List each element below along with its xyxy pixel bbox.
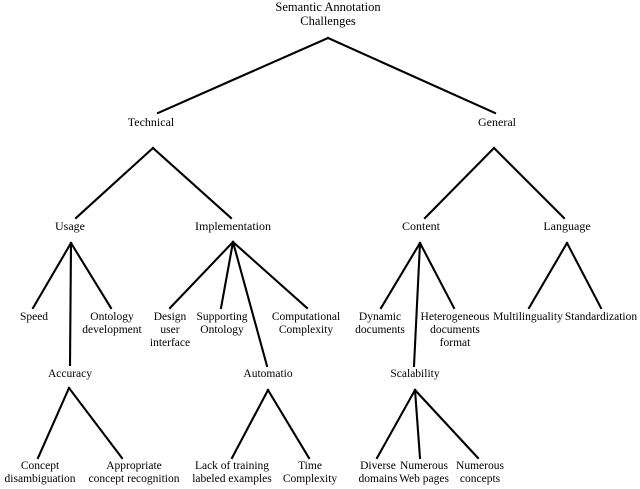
edge-content-heterogeneous-documents-format [418, 241, 456, 310]
edge-scalability-diverse-domains [375, 388, 417, 460]
node-standardization: Standardization [564, 311, 638, 323]
node-language: Language [543, 219, 591, 233]
node-accuracy: Accuracy [47, 368, 93, 380]
edge-usage-speed [31, 241, 73, 310]
node-speed: Speed [19, 311, 49, 323]
node-lack-of-training-labeled-examples: Lack of training labeled examples [192, 460, 272, 485]
edge-accuracy-concept-disambiguation [36, 386, 71, 460]
edge-content-scalability [412, 241, 422, 368]
node-time-complexity: Time Complexity [282, 460, 338, 485]
edge-general-language [492, 146, 566, 220]
node-diverse-domains: Diverse domains [358, 460, 398, 485]
edge-root-technical [156, 36, 330, 115]
edge-root-general [326, 36, 497, 115]
node-usage: Usage [55, 219, 85, 233]
node-design-user-interface: Design user interface [149, 311, 191, 349]
node-general: General [478, 115, 516, 129]
edge-implementation-supporting-ontology [219, 240, 235, 310]
node-numerous-concepts: Numerous concepts [456, 460, 504, 485]
node-numerous-web-pages: Numerous Web pages [399, 460, 449, 485]
node-computational-complexity: Computational Complexity [271, 311, 341, 336]
node-dynamic-documents: Dynamic documents [355, 311, 405, 336]
edge-scalability-numerous-concepts [413, 388, 480, 460]
edge-automatio-lack-of-training-labeled-examples [230, 388, 270, 460]
edge-technical-implementation [151, 146, 233, 220]
edge-usage-ontology-development [69, 241, 113, 310]
edge-technical-usage [74, 146, 155, 220]
node-supporting-ontology: Supporting Ontology [196, 311, 248, 336]
node-multilinguality: Multilinguality [493, 311, 563, 323]
node-technical: Technical [127, 115, 175, 129]
edge-language-multilinguality [527, 241, 569, 310]
node-scalability: Scalability [390, 368, 440, 380]
node-root: Semantic Annotation Challenges [275, 0, 381, 28]
node-automatio: Automatio [243, 368, 293, 380]
edge-automatio-time-complexity [266, 388, 311, 460]
edge-implementation-design-user-interface [168, 240, 235, 310]
node-appropriate-concept-recognition: Appropriate concept recognition [88, 460, 180, 485]
node-concept-disambiguation: Concept disambiguation [4, 460, 76, 485]
node-heterogeneous-documents-format: Heterogeneous documents format [420, 311, 490, 349]
edge-usage-accuracy [68, 241, 73, 367]
edge-implementation-automatio [231, 240, 269, 368]
edge-implementation-computational-complexity [231, 240, 309, 310]
node-content: Content [402, 219, 440, 233]
edge-general-content [423, 146, 496, 220]
edge-language-standardization [565, 241, 603, 310]
node-ontology-development: Ontology development [82, 311, 142, 336]
edge-scalability-numerous-web-pages [413, 388, 422, 460]
edge-accuracy-appropriate-concept-recognition [67, 386, 124, 460]
node-implementation: Implementation [195, 219, 271, 233]
edge-content-dynamic-documents [379, 241, 422, 310]
